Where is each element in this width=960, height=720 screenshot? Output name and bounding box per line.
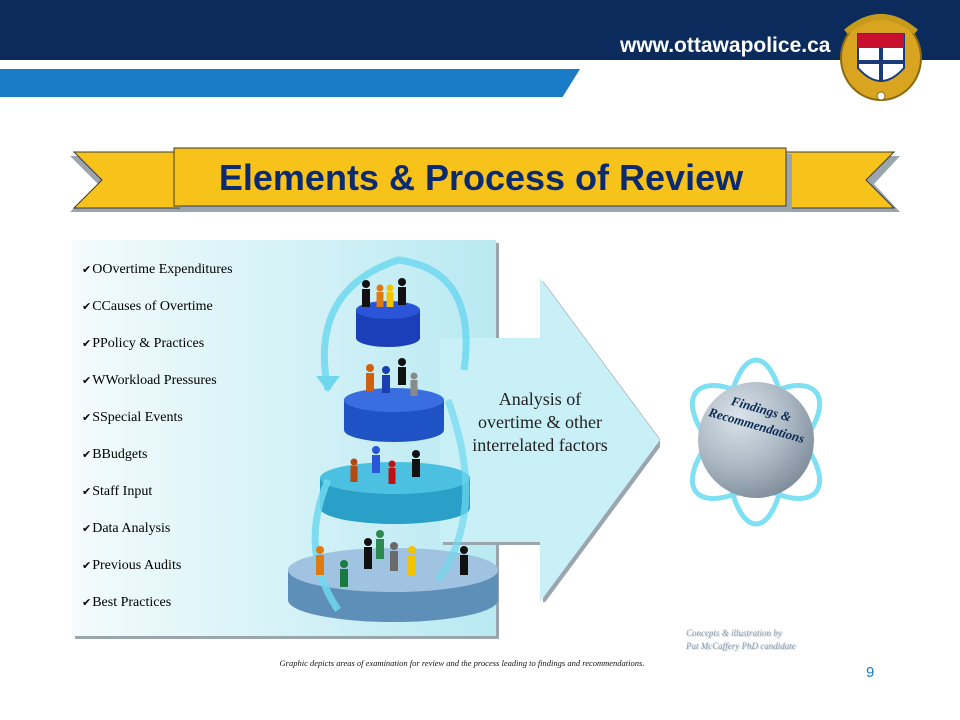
list-item: ✔PPolicy & Practices <box>82 336 205 351</box>
list-item: ✔Data Analysis <box>82 521 171 536</box>
check-icon: ✔ <box>82 375 92 387</box>
crest-icon <box>840 14 922 101</box>
check-icon: ✔ <box>82 301 92 313</box>
check-icon: ✔ <box>82 412 92 424</box>
list-item: ✔WWorkload Pressures <box>82 373 217 388</box>
list-item: ✔BBudgets <box>82 447 148 462</box>
page-title: Elements & Process of Review <box>218 157 744 198</box>
check-icon: ✔ <box>82 338 92 350</box>
check-icon: ✔ <box>82 597 92 609</box>
orbit-icon <box>689 357 823 527</box>
check-icon: ✔ <box>82 560 92 572</box>
list-item: ✔SSpecial Events <box>82 410 183 425</box>
check-icon: ✔ <box>82 523 92 535</box>
accent-stripe <box>0 69 580 97</box>
header-bar <box>0 0 960 60</box>
person-icon <box>362 278 406 307</box>
process-arrow <box>440 278 660 602</box>
website-url[interactable]: www.ottawapolice.ca <box>620 34 831 57</box>
figure-caption: Graphic depicts areas of examination for… <box>279 658 645 668</box>
element-list: ✔OOvertime Expenditures ✔CCauses of Over… <box>82 262 233 632</box>
check-icon: ✔ <box>82 486 92 498</box>
tiered-cylinders <box>288 256 498 622</box>
list-item: ✔OOvertime Expenditures <box>82 262 233 277</box>
check-icon: ✔ <box>82 449 92 461</box>
page-number: 9 <box>866 664 875 681</box>
credit-note: Concepts & illustration by Pat McCaffery… <box>686 628 796 651</box>
analysis-label: Analysis of overtime & other interrelate… <box>472 389 608 455</box>
title-banner <box>70 147 900 212</box>
list-item: ✔CCauses of Overtime <box>82 299 213 314</box>
check-icon: ✔ <box>82 264 92 276</box>
list-item: ✔Previous Audits <box>82 558 182 573</box>
list-item: ✔Staff Input <box>82 484 153 499</box>
list-item: ✔Best Practices <box>82 595 172 610</box>
